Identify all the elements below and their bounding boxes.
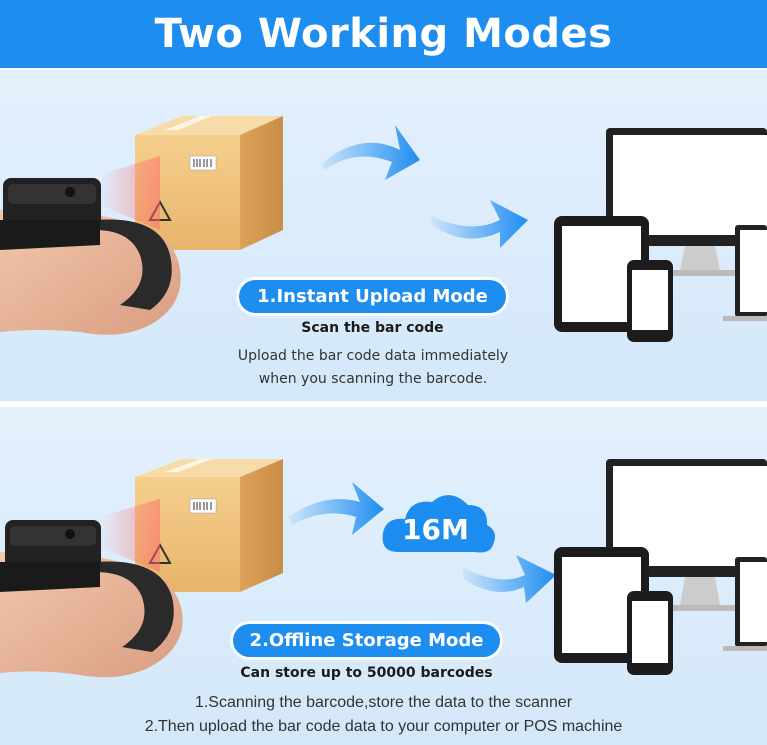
cardboard-box-icon xyxy=(135,459,283,592)
panel-divider xyxy=(0,401,767,407)
mode1-description-line2: when you scanning the barcode. xyxy=(258,371,488,387)
mode1-label: 1.Instant Upload Mode xyxy=(239,280,506,313)
arrow-icon xyxy=(288,482,384,535)
mode2-step1: 1.Scanning the barcode,store the data to… xyxy=(194,694,573,711)
mode1-description-line1: Upload the bar code data immediately xyxy=(237,348,509,364)
smartphone-icon xyxy=(627,591,673,675)
mode2-illustration xyxy=(0,459,767,678)
header-banner: Two Working Modes xyxy=(0,0,767,68)
smartphone-icon xyxy=(627,260,673,342)
arrow-icon xyxy=(320,125,420,180)
mode1-subtitle: Scan the bar code xyxy=(301,320,444,336)
ring-scanner-icon xyxy=(0,178,181,335)
cloud-icon xyxy=(382,495,496,553)
mode1-illustration xyxy=(0,116,767,342)
mode2-step2: 2.Then upload the bar code data to your … xyxy=(144,718,623,735)
arrow-icon xyxy=(430,200,528,248)
page-title: Two Working Modes xyxy=(154,11,613,57)
arrow-icon xyxy=(462,555,556,603)
scan-beam xyxy=(100,156,160,230)
mode2-label: 2.Offline Storage Mode xyxy=(233,624,500,657)
ring-scanner-icon xyxy=(0,520,183,678)
mode2-subtitle: Can store up to 50000 barcodes xyxy=(240,665,493,681)
storage-capacity-label: 16M xyxy=(402,513,469,546)
cardboard-box-icon xyxy=(135,116,283,250)
laptop-icon xyxy=(723,225,767,321)
scan-beam xyxy=(100,499,160,572)
laptop-icon xyxy=(723,557,767,651)
